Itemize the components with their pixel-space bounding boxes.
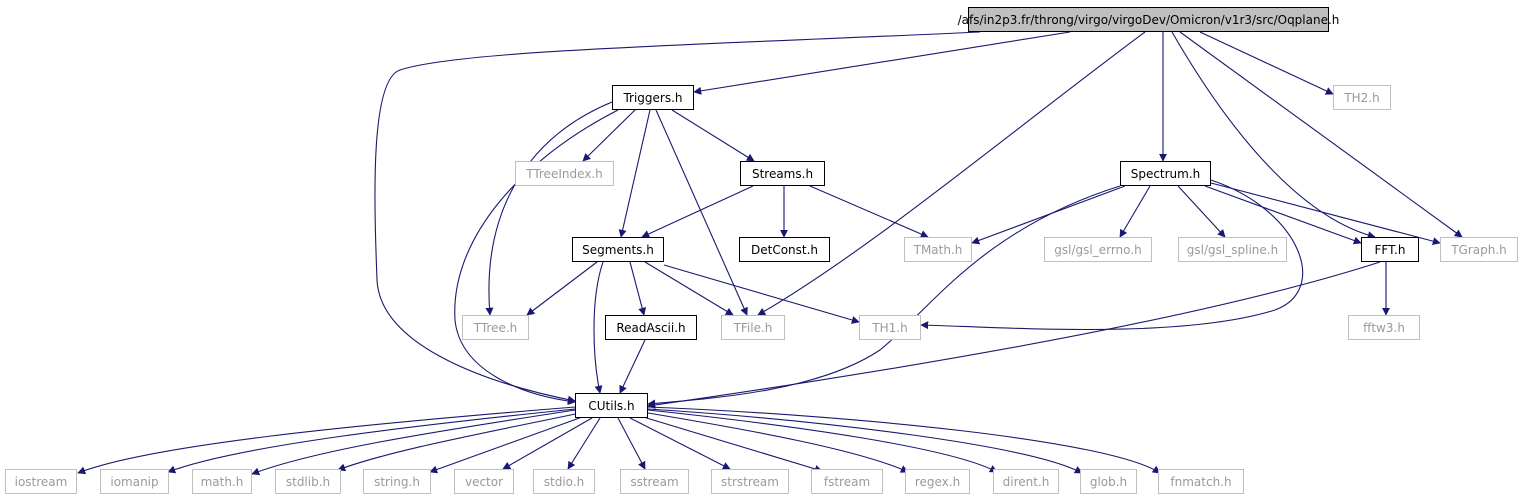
node-tmath-h[interactable]: TMath.h [904, 237, 972, 262]
node-cutils-h[interactable]: CUtils.h [575, 393, 648, 418]
edge-cutils-to-stdio [567, 417, 601, 470]
dependency-edges [77, 31, 1463, 476]
edge-cutils-to-vector [502, 417, 593, 470]
edge-streams-to-segments [641, 185, 754, 238]
edge-cutils-to-fstream [639, 415, 823, 473]
edge-triggers-to-tfile [655, 109, 748, 316]
edge-streams-to-tmath [809, 185, 929, 238]
edge-spectrum-to-cutils [647, 185, 1121, 408]
node-readascii-h[interactable]: ReadAscii.h [605, 315, 697, 340]
edge-segments-to-tfile [644, 261, 734, 316]
edge-triggers-to-segments [618, 109, 651, 238]
node-string-h[interactable]: string.h [363, 469, 431, 494]
edge-fft-to-cutils [647, 261, 1381, 409]
node-iostream[interactable]: iostream [5, 469, 77, 494]
edge-segments-to-ttree [526, 261, 598, 316]
node-glob-h[interactable]: glob.h [1080, 469, 1137, 494]
edge-triggers-to-ttreeindex [582, 109, 636, 162]
node-dirent-h[interactable]: dirent.h [993, 469, 1059, 494]
node-fnmatch-h[interactable]: fnmatch.h [1158, 469, 1244, 494]
edge-spectrum-to-gsl-spline [1177, 185, 1226, 238]
node-th1-h[interactable]: TH1.h [859, 315, 921, 340]
edge-triggers-to-ttree [485, 101, 613, 316]
node-th2-h[interactable]: TH2.h [1333, 85, 1391, 110]
node-ttree-h[interactable]: TTree.h [462, 315, 529, 340]
edge-spectrum-to-th1 [920, 179, 1304, 331]
node-strstream[interactable]: strstream [711, 469, 789, 494]
edge-cutils-to-string [429, 415, 586, 474]
edge-cutils-to-iostream [77, 406, 576, 475]
edge-cutils-to-math [251, 409, 576, 476]
node-fft-h[interactable]: FFT.h [1361, 237, 1419, 262]
edge-oqplane-to-triggers [693, 31, 1071, 95]
edge-spectrum-to-gsl-errno [1119, 185, 1151, 238]
node-ttreeindex-h[interactable]: TTreeIndex.h [515, 161, 614, 186]
edge-cutils-to-fnmatch [647, 406, 1161, 474]
node-streams-h[interactable]: Streams.h [740, 161, 825, 186]
node-sstream[interactable]: sstream [620, 469, 689, 494]
edge-oqplane-to-tgraph [1179, 31, 1463, 238]
edge-cutils-to-regex [647, 412, 909, 473]
node-fftw3-h[interactable]: fftw3.h [1348, 315, 1420, 340]
edge-oqplane-to-cutils [374, 31, 981, 404]
edge-cutils-to-sstream [617, 417, 646, 470]
edge-cutils-to-strstream [629, 417, 731, 470]
edge-oqplane-to-th2 [1199, 31, 1334, 95]
edge-cutils-to-iomanip [167, 408, 576, 474]
node-tgraph-h[interactable]: TGraph.h [1440, 237, 1518, 262]
edge-cutils-to-dirent [647, 409, 998, 473]
node-vector[interactable]: vector [454, 469, 514, 494]
edge-triggers-to-cutils [454, 109, 619, 406]
edge-segments-to-th1 [663, 264, 860, 324]
edge-oqplane-to-tfile [757, 31, 1146, 316]
edge-cutils-to-glob [647, 408, 1083, 474]
node-stdio-h[interactable]: stdio.h [533, 469, 595, 494]
node-detconst-h[interactable]: DetConst.h [739, 237, 830, 262]
node-gsl-errno-h[interactable]: gsl/gsl_errno.h [1044, 237, 1152, 262]
edge-oqplane-to-fft [1171, 31, 1376, 240]
node-triggers-h[interactable]: Triggers.h [612, 85, 694, 110]
edge-readascii-to-cutils [619, 339, 646, 394]
node-math-h[interactable]: math.h [192, 469, 252, 494]
edge-triggers-to-streams [671, 109, 755, 162]
edge-segments-to-readascii [629, 261, 647, 316]
node-segments-h[interactable]: Segments.h [572, 237, 664, 262]
node-stdlib-h[interactable]: stdlib.h [275, 469, 341, 494]
edge-spectrum-to-tgraph [1210, 182, 1441, 246]
edge-spectrum-to-fft [1204, 185, 1362, 245]
node-regex-h[interactable]: regex.h [905, 469, 970, 494]
edge-cutils-to-stdlib [337, 412, 581, 472]
node-oqplane-h[interactable]: /afs/in2p3.fr/throng/virgo/virgoDev/Omic… [958, 7, 1339, 32]
node-tfile-h[interactable]: TFile.h [721, 315, 785, 340]
node-spectrum-h[interactable]: Spectrum.h [1120, 161, 1211, 186]
node-iomanip[interactable]: iomanip [100, 469, 169, 494]
node-fstream[interactable]: fstream [811, 469, 883, 494]
node-gsl-spline-h[interactable]: gsl/gsl_spline.h [1178, 237, 1287, 262]
edge-segments-to-cutils [593, 261, 604, 394]
